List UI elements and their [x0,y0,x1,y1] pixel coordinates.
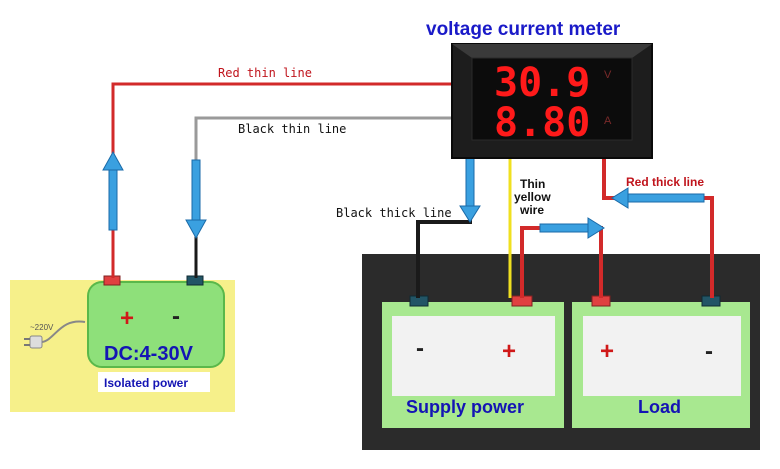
mains-voltage-label: ~220V [30,323,54,332]
load-face [583,316,741,396]
red-thick-line-label: Red thick line [626,175,704,189]
voltage-current-meter: 30.9 8.80 V A [451,43,653,159]
current-reading: 8.80 [494,100,590,146]
right-arrow-icon [539,217,605,239]
black-thin-line-label: Black thin line [238,122,346,136]
supply-power-face [392,316,555,396]
supply-label-strip [387,398,559,424]
diagram-title: voltage current meter [426,19,621,40]
up-arrow-icon [102,150,124,231]
voltage-reading: 30.9 [494,60,590,106]
thin-yellow-wire-label-3: wire [519,203,544,217]
isolated-plus-sign: + [120,305,134,332]
supply-minus-sign: - [416,335,424,362]
red-thin-line-label: Red thin line [218,66,312,80]
down-arrow-icon [459,157,481,223]
supply-plus-sign: + [502,338,516,365]
isolated-label-box [98,372,210,392]
mains-plug-icon [24,320,86,349]
supply-power-name: Supply power [406,397,524,417]
load-name: Load [638,397,681,417]
current-unit: A [604,115,612,127]
red-thin-wire [111,82,452,278]
down-arrow-icon [185,159,207,240]
isolated-power-name: Isolated power [104,376,188,390]
load-plus-sign: + [600,338,614,365]
voltage-unit: V [604,69,612,81]
thin-yellow-wire-label-1: Thin [520,177,545,191]
isolated-minus-sign: - [172,303,180,330]
load-minus-sign: - [705,338,713,365]
thin-yellow-wire-label-2: yellow [514,190,551,204]
left-arrow-icon [611,187,705,209]
load-label-strip [577,398,745,424]
isolated-power-box [87,281,225,368]
isolated-voltage-range: DC:4-30V [104,343,194,365]
black-thick-line-label: Black thick line [336,206,452,220]
